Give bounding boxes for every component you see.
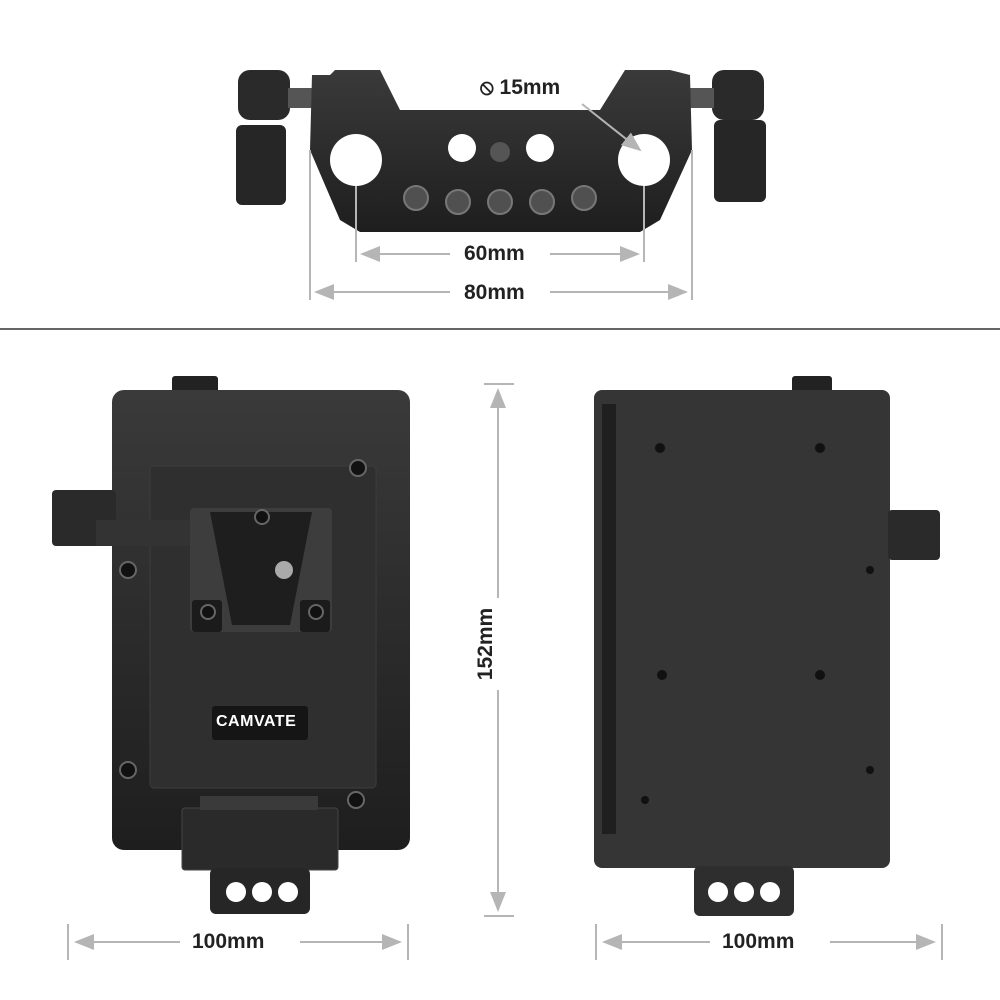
front-plate bbox=[52, 376, 410, 914]
brand-logo: CAMVATE bbox=[216, 713, 297, 730]
section-divider bbox=[0, 328, 1000, 330]
left-locking-knob bbox=[236, 70, 312, 205]
v-mount-plate bbox=[190, 508, 332, 632]
back-plate bbox=[594, 376, 940, 916]
outer-spacing-label: 80mm bbox=[458, 281, 531, 305]
front-width-label: 100mm bbox=[186, 930, 271, 954]
rod-hole-right bbox=[618, 134, 670, 186]
top-dimension-lines bbox=[309, 103, 693, 300]
rod-hole-left bbox=[330, 134, 382, 186]
rod-diameter-label: ⦸ 15mm bbox=[474, 76, 567, 100]
height-label: 152mm bbox=[474, 603, 499, 685]
right-locking-knob bbox=[690, 70, 766, 202]
back-width-label: 100mm bbox=[716, 930, 801, 954]
bottom-dimension-lines bbox=[67, 383, 943, 960]
inner-spacing-label: 60mm bbox=[458, 242, 531, 266]
